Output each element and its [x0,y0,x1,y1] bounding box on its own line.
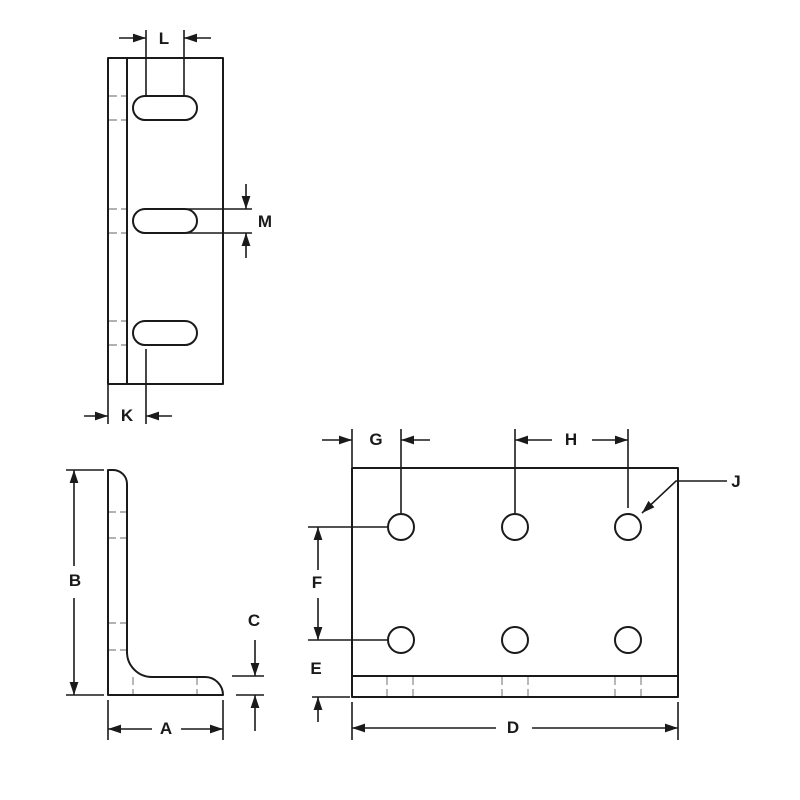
dim-label-g: G [369,430,382,449]
leader-line [641,480,727,514]
dim-label-f: F [312,573,322,592]
dim-D: D [351,702,679,740]
face-view: G H J F E [308,429,741,740]
dim-C: C [232,611,264,731]
dim-E: E [310,659,350,722]
dim-label-l: L [159,29,169,48]
dim-label-k: K [121,406,134,425]
hole-top-left [387,513,415,541]
edge-view: L M K [84,29,272,425]
dim-J: J [641,472,741,514]
dim-A: A [107,700,224,740]
hole-top-middle [501,513,529,541]
edge-plate-outline [107,57,224,385]
dim-L: L [119,29,211,96]
dim-label-a: A [160,719,172,738]
hole-bottom-right [614,626,642,654]
angle-profile-outline [107,469,224,696]
slot-2 [132,208,198,234]
hole-top-right [614,513,642,541]
slot-1 [132,95,198,121]
dim-label-e: E [310,659,321,678]
dim-F: F [308,526,387,641]
side-view: B C A [66,469,264,740]
dim-B: B [66,469,104,696]
dim-label-d: D [507,718,519,737]
dim-H: H [514,429,629,513]
slot-3 [132,320,198,346]
dim-M: M [187,184,272,258]
dim-G: G [322,429,430,513]
dim-label-m: M [258,212,272,231]
dim-label-j: J [731,472,740,491]
hole-bottom-middle [501,626,529,654]
hole-bottom-left [387,626,415,654]
dim-label-h: H [565,430,577,449]
dim-label-b: B [69,571,81,590]
dim-label-c: C [248,611,260,630]
dim-K: K [84,349,172,425]
